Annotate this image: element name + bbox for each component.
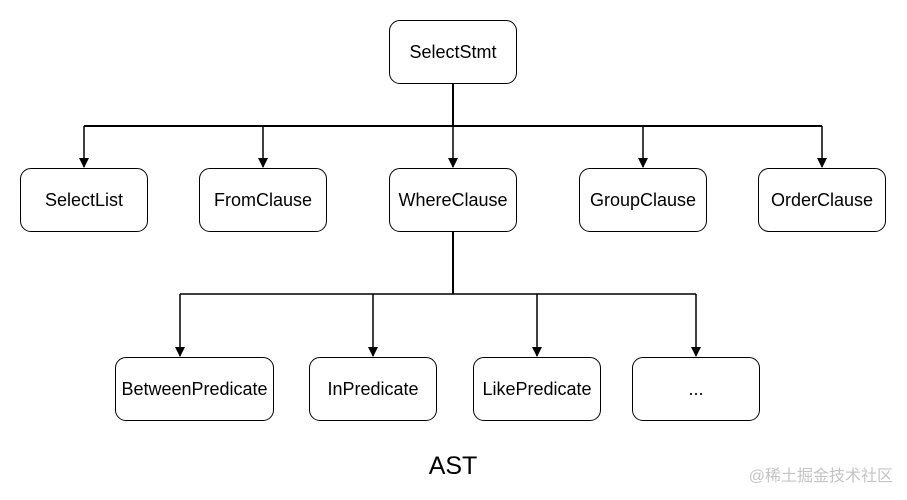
- node-likepredicate: LikePredicate: [473, 357, 601, 421]
- node-selectstmt: SelectStmt: [389, 20, 517, 84]
- node-betweenpredicate: BetweenPredicate: [115, 357, 274, 421]
- node-fromclause: FromClause: [199, 168, 327, 232]
- node-ellipsis: ...: [632, 357, 760, 421]
- node-selectlist: SelectList: [20, 168, 148, 232]
- node-groupclause: GroupClause: [579, 168, 707, 232]
- diagram-caption: AST: [428, 452, 478, 480]
- watermark: @稀土掘金技术社区: [748, 468, 893, 485]
- node-whereclause: WhereClause: [389, 168, 517, 232]
- node-inpredicate: InPredicate: [309, 357, 437, 421]
- node-orderclause: OrderClause: [758, 168, 886, 232]
